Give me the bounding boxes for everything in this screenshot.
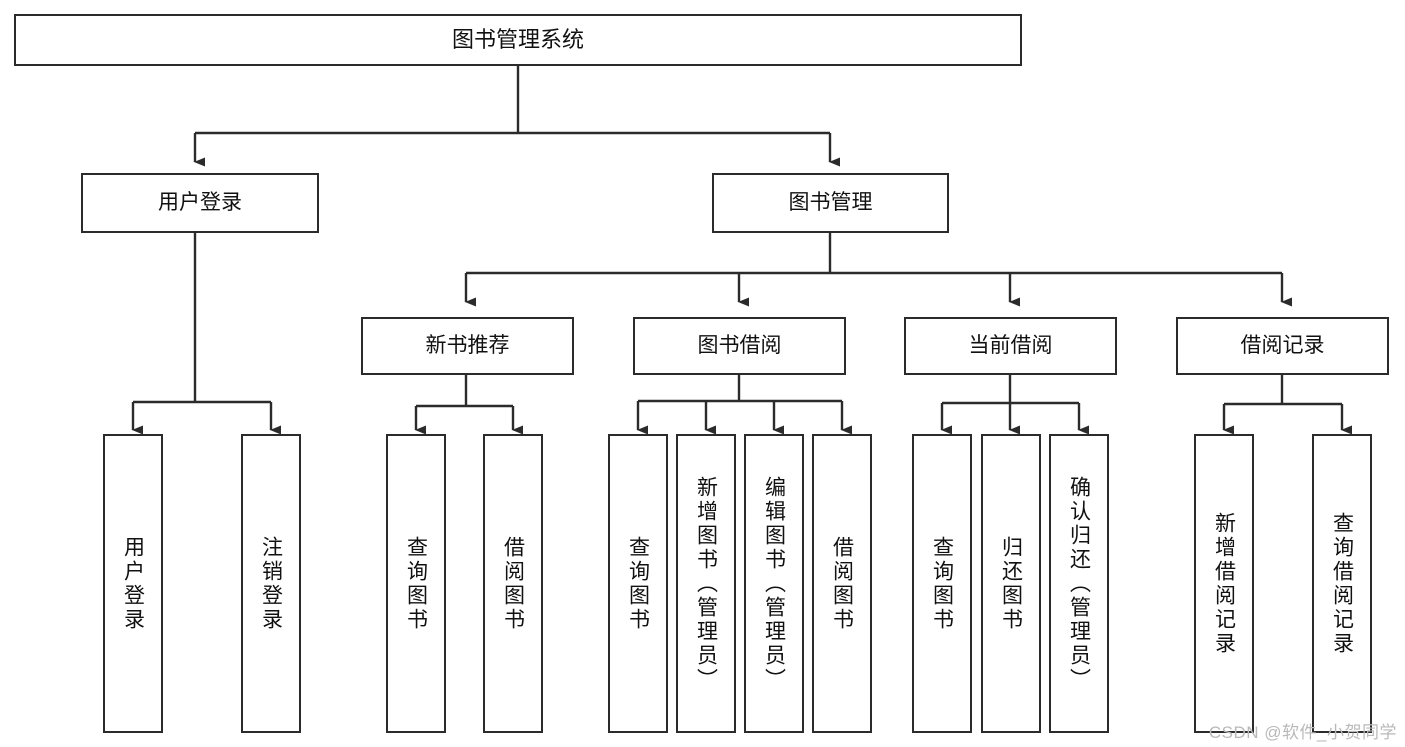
leaf-edit-book-admin[interactable]: 编辑图书（管理员）	[744, 434, 804, 733]
node-label: 当前借阅	[968, 333, 1053, 357]
node-label: 编辑图书（管理员）	[762, 475, 786, 692]
node-label: 借阅记录	[1240, 333, 1325, 357]
leaf-query-book-1[interactable]: 查询图书	[386, 434, 446, 733]
leaf-query-borrow-record[interactable]: 查询借阅记录	[1312, 434, 1372, 733]
node-label: 归还图书	[999, 535, 1023, 632]
node-label: 图书管理	[788, 190, 873, 214]
leaf-confirm-return-admin[interactable]: 确认归还（管理员）	[1049, 434, 1109, 733]
node-label: 查询图书	[404, 535, 428, 632]
node-label: 借阅图书	[501, 535, 525, 632]
leaf-return-book[interactable]: 归还图书	[981, 434, 1041, 733]
leaf-query-book-2[interactable]: 查询图书	[608, 434, 668, 733]
node-label: 新增图书（管理员）	[694, 475, 718, 692]
node-label: 查询图书	[626, 535, 650, 632]
node-user-login[interactable]: 用户登录	[81, 173, 319, 233]
leaf-query-book-3[interactable]: 查询图书	[912, 434, 972, 733]
leaf-user-login[interactable]: 用户登录	[103, 434, 163, 733]
leaf-add-borrow-record[interactable]: 新增借阅记录	[1194, 434, 1254, 733]
node-label: 查询图书	[930, 535, 954, 632]
leaf-add-book-admin[interactable]: 新增图书（管理员）	[676, 434, 736, 733]
node-book-borrow[interactable]: 图书借阅	[633, 317, 846, 375]
node-book-management[interactable]: 图书管理	[712, 173, 949, 233]
node-label: 用户登录	[158, 190, 242, 214]
node-borrow-record[interactable]: 借阅记录	[1176, 317, 1389, 375]
node-new-book-recommend[interactable]: 新书推荐	[361, 317, 574, 375]
node-label: 用户登录	[121, 535, 145, 632]
leaf-borrow-book-2[interactable]: 借阅图书	[812, 434, 872, 733]
node-label: 确认归还（管理员）	[1067, 475, 1091, 692]
node-label: 借阅图书	[830, 535, 854, 632]
leaf-borrow-book-1[interactable]: 借阅图书	[483, 434, 543, 733]
leaf-logout-login[interactable]: 注销登录	[241, 434, 301, 733]
node-label: 图书借阅	[697, 333, 782, 357]
node-label: 新增借阅记录	[1212, 511, 1236, 656]
watermark-text: CSDN @软件_小贺同学	[1208, 723, 1397, 742]
node-label: 新书推荐	[425, 333, 510, 357]
node-current-borrow[interactable]: 当前借阅	[904, 317, 1117, 375]
node-label: 注销登录	[259, 535, 283, 632]
node-root-book-management-system[interactable]: 图书管理系统	[14, 14, 1022, 66]
node-label: 图书管理系统	[451, 27, 584, 53]
node-label: 查询借阅记录	[1330, 511, 1354, 656]
